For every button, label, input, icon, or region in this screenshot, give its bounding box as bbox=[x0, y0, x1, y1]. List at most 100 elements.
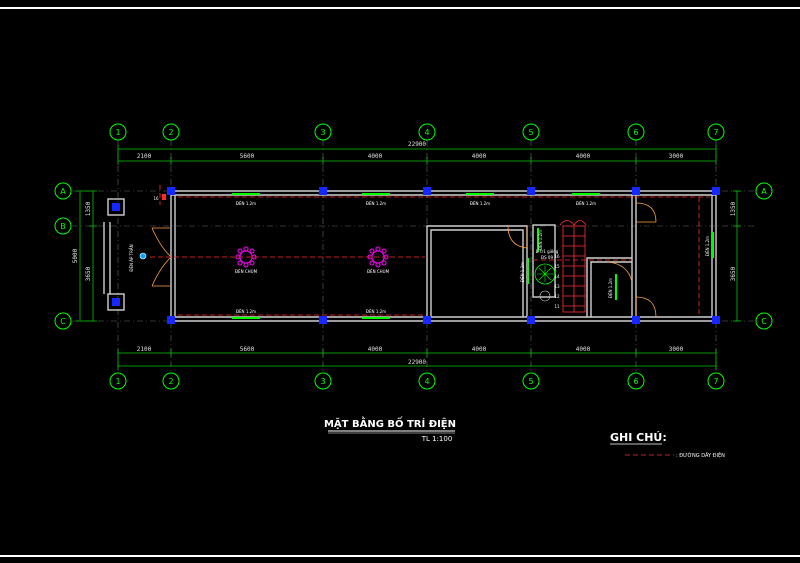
dim-span-2-bottom: 5600 bbox=[240, 346, 255, 353]
axis-label: 2 bbox=[168, 377, 173, 386]
dim-span-1: 2100 bbox=[137, 153, 152, 160]
dim-total-top: 22900 bbox=[408, 141, 426, 148]
dim-span-5-bottom: 4000 bbox=[576, 346, 591, 353]
axis-label: 7 bbox=[713, 377, 718, 386]
axis-bubble bbox=[314, 372, 332, 390]
chandelier-icon bbox=[367, 246, 389, 268]
stair: 16 15 14 13 12 11 bbox=[554, 220, 587, 313]
columns bbox=[167, 187, 720, 324]
light-well: Đ tr1 giếng ĐS 09 bbox=[534, 249, 559, 302]
dim-span-4-bottom: 4000 bbox=[472, 346, 487, 353]
corner-mark-label: 16 bbox=[153, 196, 159, 201]
axis-bubbles-rows: A B C A C bbox=[54, 182, 773, 330]
stair-mark: 13 bbox=[554, 284, 560, 289]
axis-bubble bbox=[162, 123, 180, 141]
stair-mark: 16 bbox=[554, 254, 560, 259]
legend-wire-label: : ĐƯỜNG DÂY ĐIỆN bbox=[676, 451, 725, 459]
axis-bubble bbox=[418, 372, 436, 390]
dimension-right: 1350 3650 bbox=[730, 190, 741, 322]
dimension-bottom: 2100 5600 4000 4000 4000 3000 22900 bbox=[117, 346, 717, 370]
doors bbox=[507, 202, 657, 318]
switch-mark bbox=[162, 194, 166, 200]
axis-bubble bbox=[314, 123, 332, 141]
dim-span-3-bottom: 4000 bbox=[368, 346, 383, 353]
axis-label: 1 bbox=[115, 128, 120, 137]
wall-lamp-label: ĐÈN 1.2m bbox=[470, 201, 490, 206]
dim-span-3: 4000 bbox=[368, 153, 383, 160]
chandelier-label: ĐÈN CHÙM bbox=[367, 269, 390, 274]
dim-left-3650: 3650 bbox=[85, 266, 92, 281]
interior-walls bbox=[426, 195, 637, 317]
axis-label: 1 bbox=[115, 377, 120, 386]
exterior-walls bbox=[170, 190, 717, 322]
axis-label: 4 bbox=[424, 128, 429, 137]
wall-lamp-label: ĐÈN 1.2m bbox=[236, 201, 256, 206]
dimension-top: 22900 2100 5600 4000 4000 4000 3000 bbox=[117, 141, 717, 165]
axis-bubble bbox=[54, 182, 72, 200]
altar-lamp-label: ĐÈN ÁP TRẦN bbox=[129, 244, 134, 271]
dim-span-6: 3000 bbox=[669, 153, 684, 160]
axis-label: 2 bbox=[168, 128, 173, 137]
dim-span-6-bottom: 3000 bbox=[669, 346, 684, 353]
side-lamp-label: ĐÈN 1.2m bbox=[608, 278, 613, 298]
dimension-left: 1350 5000 3650 bbox=[72, 190, 97, 322]
axis-label: C bbox=[761, 317, 767, 326]
electrical-wiring bbox=[150, 185, 710, 316]
axis-label: 3 bbox=[320, 128, 325, 137]
stair-mark: 15 bbox=[554, 264, 560, 269]
axis-label: 7 bbox=[713, 128, 718, 137]
side-lamp-label: ĐÈN 1.2m bbox=[520, 262, 525, 282]
dim-span-1-bottom: 2100 bbox=[137, 346, 152, 353]
axis-bubble bbox=[707, 123, 725, 141]
axis-bubble bbox=[109, 123, 127, 141]
axis-label: 3 bbox=[320, 377, 325, 386]
axis-label: C bbox=[60, 317, 66, 326]
dim-total-bottom: 22900 bbox=[408, 359, 426, 366]
axis-label: 5 bbox=[528, 377, 533, 386]
wall-lamps-top: ĐÈN 1.2m ĐÈN 1.2m ĐÈN 1.2m ĐÈN 1.2m bbox=[232, 193, 600, 206]
axis-label: 5 bbox=[528, 128, 533, 137]
axis-bubbles-top: 1 2 3 4 5 6 7 bbox=[109, 123, 725, 141]
axis-bubble bbox=[418, 123, 436, 141]
dim-right-1350: 1350 bbox=[730, 201, 737, 216]
axis-bubble bbox=[707, 372, 725, 390]
stair-mark: 11 bbox=[554, 304, 560, 309]
chandelier-label: ĐÈN CHÙM bbox=[235, 269, 258, 274]
axis-bubble bbox=[54, 217, 72, 235]
axis-bubble bbox=[755, 182, 773, 200]
stair-mark: 14 bbox=[554, 274, 560, 279]
axis-label: A bbox=[60, 187, 66, 196]
chandelier-icon bbox=[235, 246, 257, 268]
wall-lamp-label: ĐÈN 1.2m bbox=[366, 201, 386, 206]
axis-bubble bbox=[109, 372, 127, 390]
side-lamp-label: ĐÈN 1.2m bbox=[538, 230, 543, 250]
axis-bubble bbox=[522, 123, 540, 141]
drawing-title: MẶT BẰNG BỐ TRÍ ĐIỆN bbox=[324, 415, 456, 430]
dim-span-2: 5600 bbox=[240, 153, 255, 160]
wall-lamp-label: ĐÈN 1.2m bbox=[236, 309, 256, 314]
wall-lamp-label: ĐÈN 1.2m bbox=[366, 309, 386, 314]
dim-span-5: 4000 bbox=[576, 153, 591, 160]
axis-label: 4 bbox=[424, 377, 429, 386]
axis-bubbles-bottom: 1 2 3 4 5 6 7 bbox=[109, 372, 725, 390]
axis-bubble bbox=[54, 312, 72, 330]
dim-right-3650: 3650 bbox=[730, 266, 737, 281]
dim-left-5000: 5000 bbox=[72, 248, 79, 263]
dim-span-4: 4000 bbox=[472, 153, 487, 160]
axis-bubble bbox=[627, 372, 645, 390]
wall-lamps-bottom: ĐÈN 1.2m ĐÈN 1.2m bbox=[232, 309, 390, 319]
side-lamp-label: ĐÈN 1.2m bbox=[705, 236, 710, 256]
axis-label: A bbox=[761, 187, 767, 196]
well-light-label: Đ tr1 giếng bbox=[536, 249, 559, 254]
axis-bubble bbox=[522, 372, 540, 390]
axis-bubble bbox=[755, 312, 773, 330]
axis-label: 6 bbox=[633, 128, 638, 137]
axis-label: 6 bbox=[633, 377, 638, 386]
axis-bubble bbox=[162, 372, 180, 390]
stair-mark: 12 bbox=[554, 294, 560, 299]
well-code-label: ĐS 09 bbox=[541, 255, 553, 260]
legend-title: GHI CHÚ: bbox=[610, 431, 667, 444]
dim-left-1350: 1350 bbox=[85, 201, 92, 216]
axis-label: B bbox=[60, 222, 66, 231]
